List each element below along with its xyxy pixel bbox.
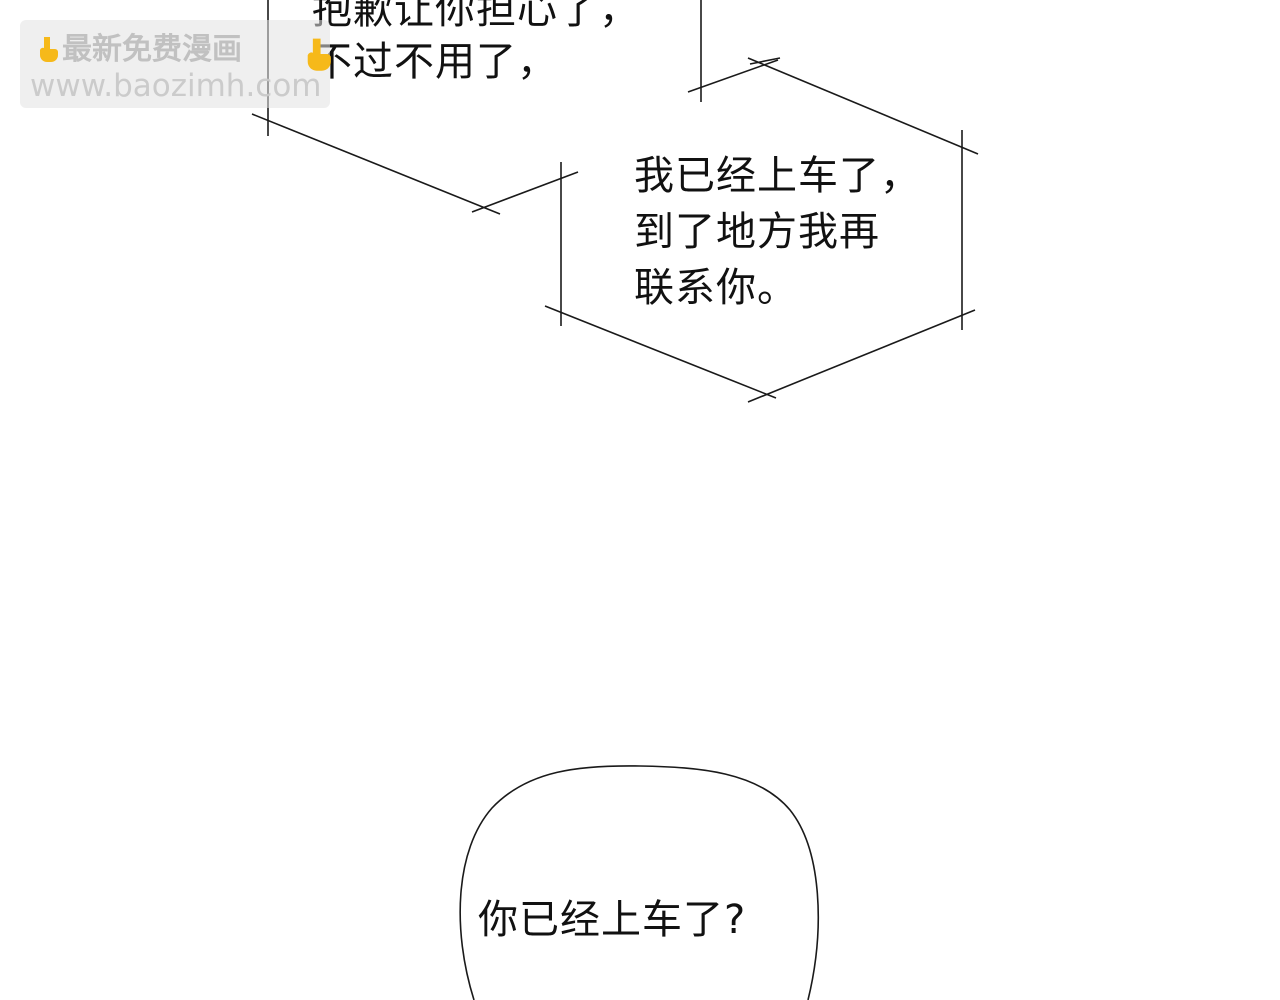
middle-bubble-frame <box>544 57 979 403</box>
watermark-title-text: 最新免费漫画 <box>62 32 242 67</box>
speech-text-middle-line2: 到了地方我再 <box>634 209 880 255</box>
watermark-url: www.baozimh.com <box>30 68 322 104</box>
speech-text-top-line2: 不过不用了， <box>312 39 558 85</box>
pointing-down-hand-icon <box>300 36 336 72</box>
speech-text-top-line1: 抱歉让你担心了， <box>312 0 640 33</box>
speech-text-middle-line3: 联系你。 <box>634 265 798 311</box>
watermark-title: 最新免费漫画 <box>34 32 242 68</box>
site-watermark: 最新免费漫画 www.baozimh.com <box>20 20 331 108</box>
speech-text-middle: 我已经上车了， 到了地方我再 联系你。 <box>634 148 921 316</box>
speech-text-bottom: 你已经上车了? <box>478 897 747 943</box>
bottom-bubble-frame <box>459 765 820 1000</box>
speech-text-middle-line1: 我已经上车了， <box>634 153 921 199</box>
pointing-down-hand-icon <box>34 35 62 63</box>
